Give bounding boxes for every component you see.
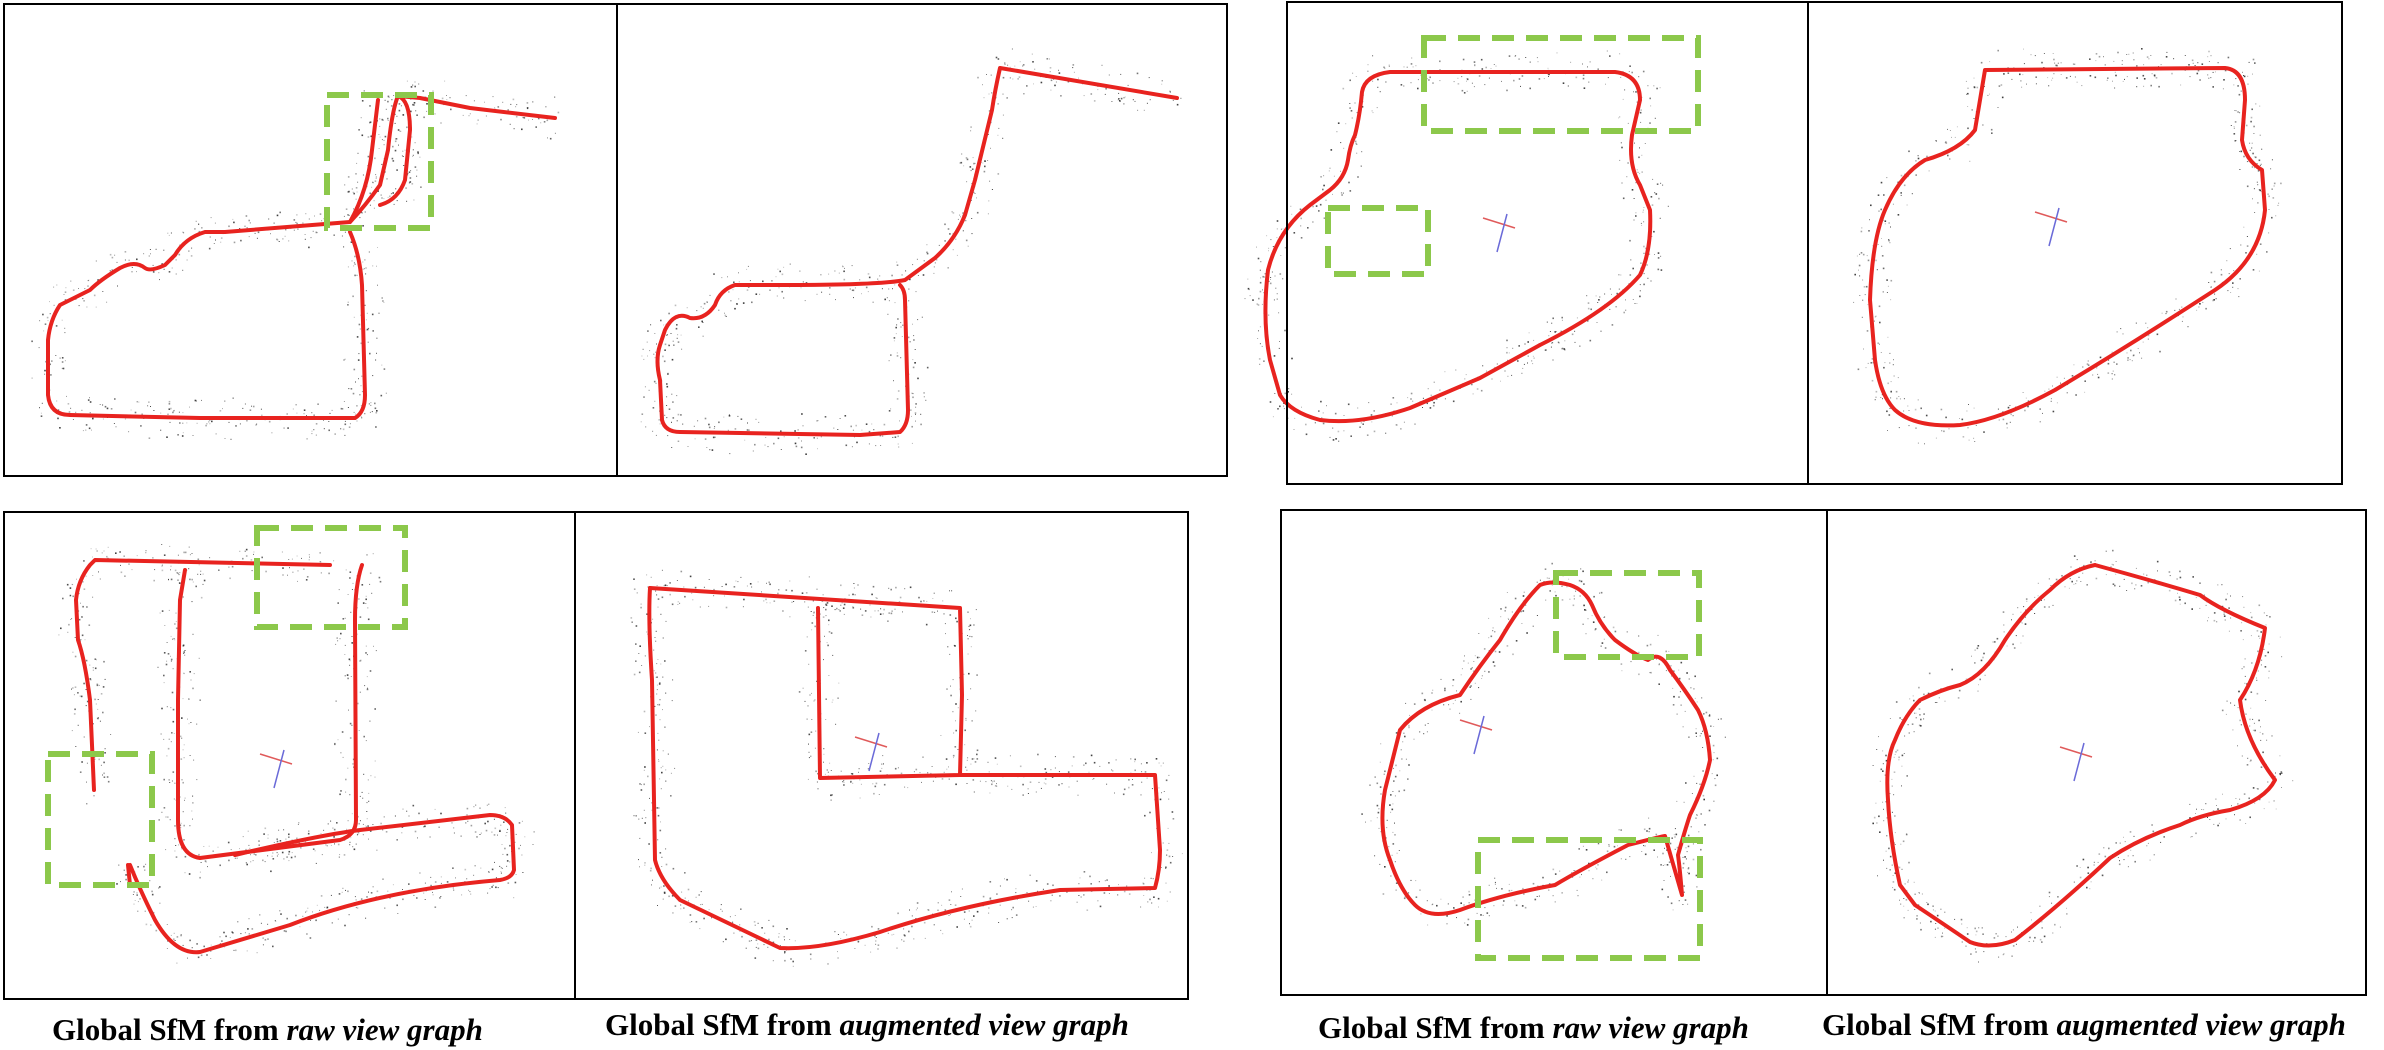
caption-left-augmented: Global SfM from augmented view graph	[605, 1005, 1129, 1045]
trajectory-scene3-augmented	[648, 586, 964, 780]
highlight-box-scene2-left	[1325, 205, 1431, 277]
panel-scene2-augmented	[1868, 66, 2267, 428]
coordinate-axes	[259, 207, 2093, 789]
caption-emphasis: raw view graph	[286, 1012, 483, 1047]
axis-marker	[854, 732, 888, 772]
panel-border-scene4-augmented	[1826, 509, 2367, 996]
trajectory-scene2-raw	[1263, 70, 1653, 424]
trajectory-scene3-raw-bottom	[128, 813, 516, 955]
axis-marker	[1459, 715, 1493, 755]
panel-scene4-raw	[1380, 580, 1712, 916]
axis-marker	[1482, 213, 1516, 253]
caption-prefix: Global SfM from	[605, 1007, 840, 1042]
panel-scene3-raw	[74, 558, 516, 955]
point-cloud-cluster	[640, 48, 1182, 455]
axis-marker	[259, 749, 293, 789]
panel-scene3-augmented	[647, 586, 1162, 951]
trajectory-scene2-augmented	[1868, 66, 2267, 428]
caption-right-raw: Global SfM from raw view graph	[1318, 1008, 1749, 1048]
point-cloud-cluster	[58, 544, 335, 805]
highlight-box-scene3-top	[254, 525, 408, 630]
panel-border-scene1-augmented	[616, 3, 1228, 477]
panel-scene2-raw	[1263, 70, 1653, 424]
panel-border-scene1-raw	[3, 3, 618, 477]
axis-marker	[2059, 742, 2093, 782]
point-cloud-cluster	[1244, 50, 1669, 442]
trajectory-scene4-raw	[1380, 580, 1712, 916]
axis-marker	[2034, 207, 2068, 247]
trajectory-scene3-raw-stub	[126, 863, 132, 887]
caption-prefix: Global SfM from	[1318, 1010, 1553, 1045]
trajectory-scene3-augmented-outer	[647, 586, 1162, 951]
caption-emphasis: augmented view graph	[839, 1007, 1129, 1042]
caption-emphasis: augmented view graph	[2056, 1007, 2346, 1042]
point-cloud-cluster	[630, 574, 1183, 967]
caption-emphasis: raw view graph	[1552, 1010, 1749, 1045]
highlight-box-scene1-junction	[324, 92, 434, 231]
trajectory-scene3-raw	[74, 558, 332, 792]
trajectory-scene1-raw-branch2	[378, 94, 412, 207]
trajectory-scene3-raw-inner	[176, 563, 364, 860]
trajectory-scene1-raw-branch	[348, 98, 380, 224]
highlight-box-scene2-top	[1421, 35, 1701, 134]
caption-right-augmented: Global SfM from augmented view graph	[1822, 1005, 2346, 1045]
highlight-box-scene4-bottom	[1475, 837, 1703, 961]
panel-border-scene3-augmented	[574, 511, 1189, 1000]
highlight-box-scene4-top	[1553, 570, 1702, 660]
point-cloud-cluster	[31, 80, 560, 440]
panel-scene1-augmented	[655, 66, 1179, 437]
highlight-boxes	[45, 35, 1703, 961]
caption-prefix: Global SfM from	[1822, 1007, 2057, 1042]
panel-borders	[3, 1, 2367, 1000]
point-cloud-cluster	[1361, 562, 1726, 926]
trajectory-scene1-raw	[46, 94, 557, 420]
trajectory-scene4-augmented	[1885, 563, 2277, 948]
caption-left-raw: Global SfM from raw view graph	[52, 1010, 483, 1050]
trajectory-scene1-augmented	[655, 66, 1179, 437]
highlight-box-scene3-left	[45, 751, 155, 888]
panel-scene4-augmented	[1885, 563, 2277, 948]
panel-border-scene2-augmented	[1807, 1, 2343, 485]
caption-prefix: Global SfM from	[52, 1012, 287, 1047]
panel-scene1-raw	[46, 94, 557, 420]
